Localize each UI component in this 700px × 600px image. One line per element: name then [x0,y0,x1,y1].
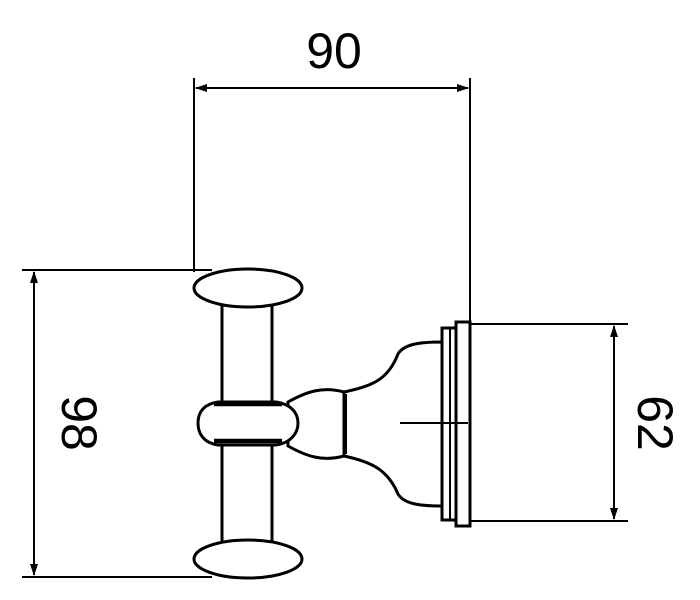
double-hook [192,267,472,580]
hook-post-bottom [220,440,274,559]
height-label: 98 [51,395,107,451]
hook-top-cap [192,267,304,309]
hook-post-top [220,290,274,406]
width-label: 90 [306,23,362,79]
height-dimension: 98 [22,269,212,578]
hook-bottom-cap [192,538,304,580]
base-label: 62 [627,395,683,451]
hook-center-knuckle [196,400,300,447]
width-dimension: 90 [193,23,471,324]
base-dimension: 62 [470,323,683,522]
